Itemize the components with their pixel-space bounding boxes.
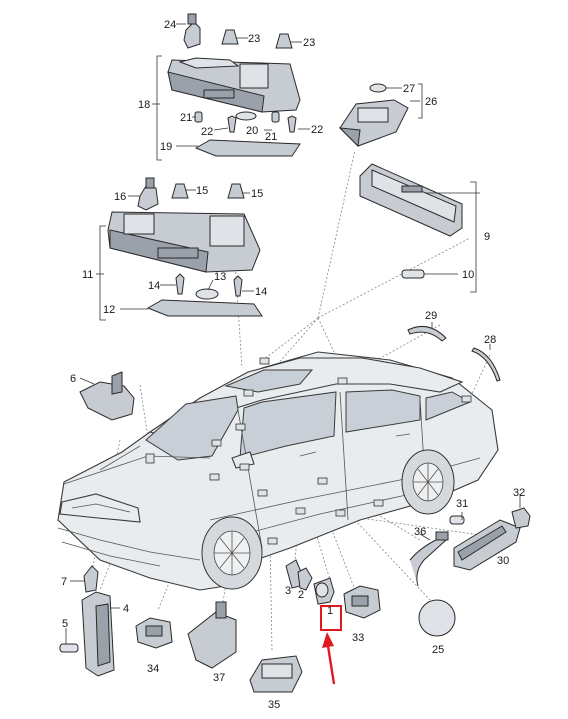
label-26: 26 [425, 96, 437, 108]
highlight-part-1 [320, 605, 342, 685]
label-37: 37 [213, 672, 225, 684]
label-13: 13 [214, 271, 226, 283]
label-36: 36 [414, 526, 426, 538]
label-30: 30 [497, 555, 509, 567]
seal-28 [471, 347, 501, 382]
lamp-housing-4 [81, 591, 115, 677]
label-1: 1 [327, 605, 333, 617]
lamp-9 [359, 163, 463, 237]
lamp-35 [249, 655, 303, 693]
label-33: 33 [352, 632, 364, 644]
bulb-31 [449, 515, 465, 525]
label-23a: 23 [248, 33, 260, 45]
label-32: 32 [513, 487, 525, 499]
label-11: 11 [82, 269, 93, 281]
bulb-24 [183, 13, 201, 49]
seal-29 [407, 325, 447, 342]
label-2: 2 [298, 589, 304, 601]
part-labels: 24 23 23 18 21 22 20 21 22 19 27 26 16 1… [61, 19, 525, 711]
lens-12 [146, 299, 263, 317]
label-15a: 15 [196, 185, 208, 197]
roof-console-18 [167, 57, 301, 113]
label-16: 16 [114, 191, 126, 203]
label-5: 5 [62, 618, 68, 630]
label-10: 10 [462, 269, 474, 281]
label-21b: 21 [265, 131, 277, 143]
label-24: 24 [164, 19, 176, 31]
reading-light-26 [338, 99, 409, 148]
connector-7 [83, 565, 99, 593]
connector-32 [511, 507, 531, 529]
label-9: 9 [484, 231, 490, 243]
lamp-30 [453, 519, 521, 571]
bulb-holder-2 [297, 567, 313, 591]
label-4: 4 [123, 603, 129, 615]
roof-console-11 [107, 211, 261, 273]
bulb-5 [59, 643, 79, 653]
leader-lines [65, 23, 521, 644]
label-21a: 21 [180, 112, 192, 124]
label-7: 7 [61, 576, 67, 588]
label-22a: 22 [201, 126, 213, 138]
cap-25 [418, 599, 456, 637]
label-14b: 14 [255, 286, 267, 298]
bulb-10 [401, 269, 425, 279]
bulb-27 [369, 83, 387, 93]
label-15b: 15 [251, 188, 263, 200]
clip-23b [275, 33, 293, 49]
label-22b: 22 [311, 124, 323, 136]
label-31: 31 [456, 498, 468, 510]
highlight-arrow [326, 645, 336, 685]
label-29: 29 [425, 310, 437, 322]
label-35: 35 [268, 699, 280, 711]
bracket-6 [79, 371, 135, 421]
bracket-37 [187, 601, 237, 669]
label-20: 20 [246, 125, 258, 137]
label-28: 28 [484, 334, 496, 346]
lens-19 [194, 139, 301, 157]
roof-small-parts [194, 111, 297, 133]
label-23b: 23 [303, 37, 315, 49]
cable-36 [409, 531, 449, 587]
switch-33 [343, 585, 381, 619]
label-19: 19 [160, 141, 172, 153]
label-34: 34 [147, 663, 159, 675]
clip-23a [221, 29, 239, 45]
highlight-arrow-head [322, 632, 334, 648]
label-6: 6 [70, 373, 76, 385]
label-12: 12 [103, 304, 115, 316]
group-brackets [99, 55, 477, 321]
car-illustration [57, 351, 499, 591]
console-11-small-parts [175, 273, 243, 300]
bulb-1 [313, 577, 335, 605]
clip-15a [171, 183, 189, 199]
clip-15b [227, 183, 245, 199]
bulb-16 [137, 177, 159, 211]
label-3: 3 [285, 585, 291, 597]
label-18: 18 [138, 99, 150, 111]
label-14a: 14 [148, 280, 160, 292]
label-27: 27 [403, 83, 415, 95]
label-25: 25 [432, 644, 444, 656]
connector-34 [135, 617, 173, 649]
highlight-box [320, 605, 342, 631]
